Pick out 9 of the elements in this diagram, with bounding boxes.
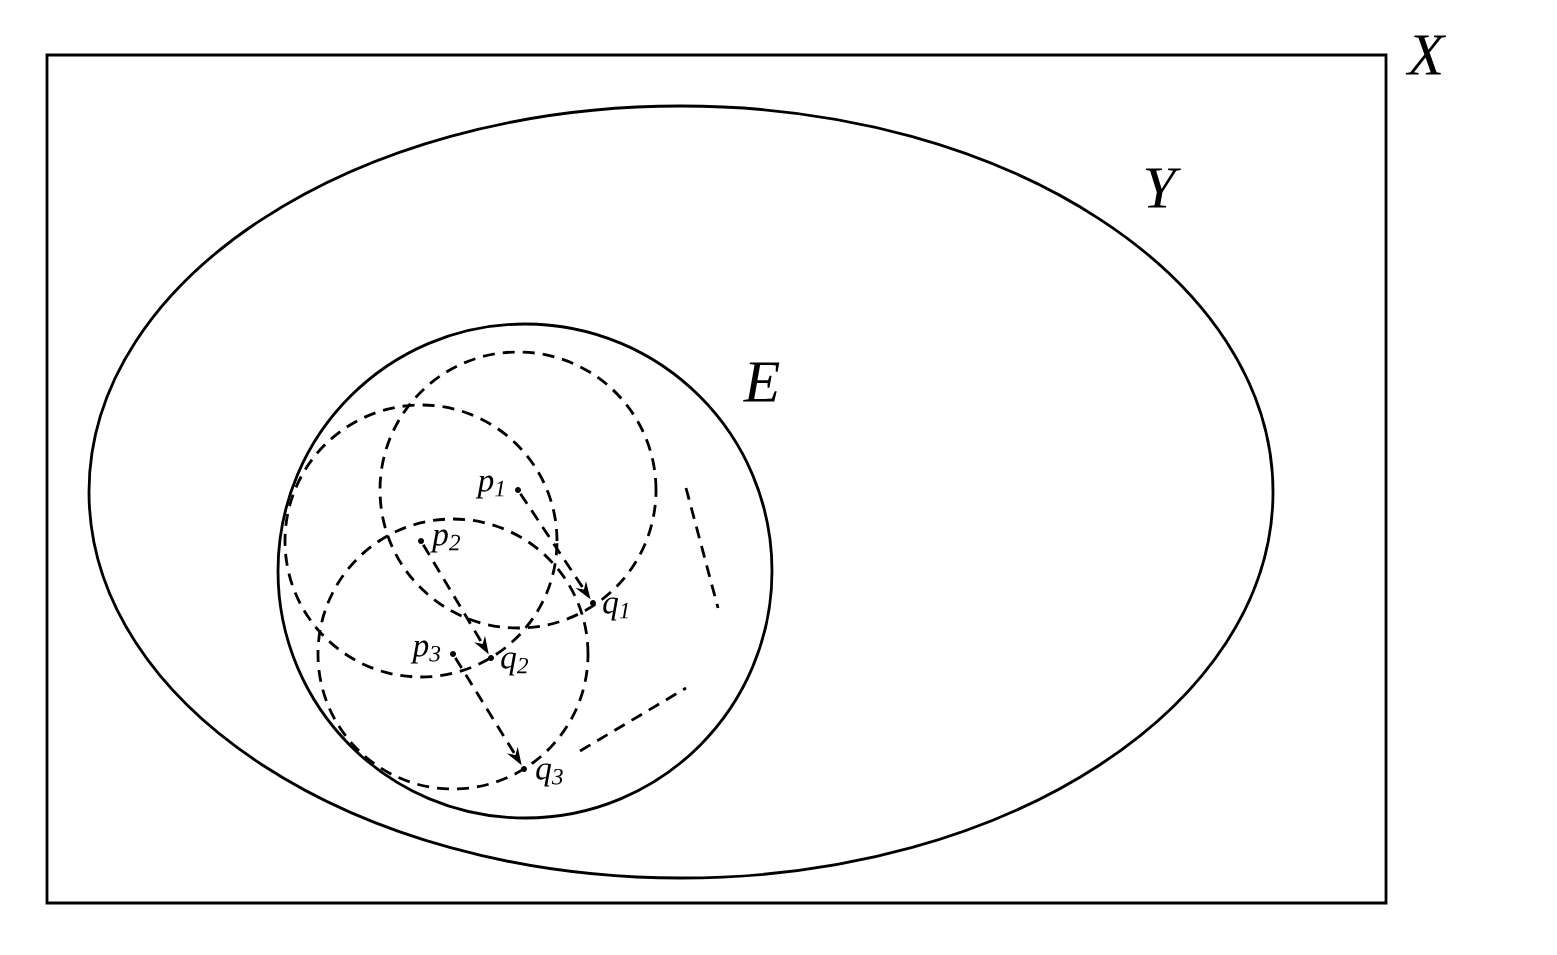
set-label: p$_{1}$ xyxy=(475,475,504,499)
set-label: q$_{2}$ xyxy=(501,652,529,676)
set-label: p$_{3}$ xyxy=(410,640,441,664)
set-label: E xyxy=(743,362,780,402)
set-label: Y xyxy=(1145,168,1181,208)
set-label: X xyxy=(1405,35,1447,75)
set-label: q$_{1}$ xyxy=(603,597,629,621)
set-label: p$_{2}$ xyxy=(430,529,461,553)
set-label: q$_{3}$ xyxy=(536,763,563,787)
